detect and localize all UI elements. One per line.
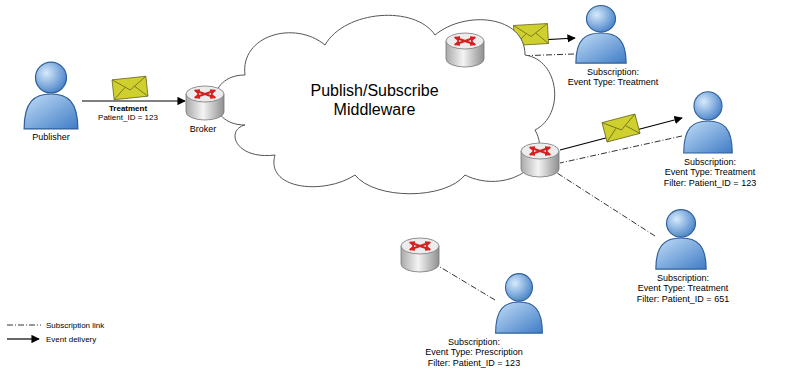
router-icon xyxy=(446,33,484,67)
node-text: Event Type: Treatment xyxy=(568,77,658,87)
node-shape xyxy=(492,270,546,334)
node-label: Subscription:Event Type: TreatmentFilter… xyxy=(637,273,729,304)
person-icon xyxy=(24,62,78,129)
legend-row: Subscription link xyxy=(6,318,104,332)
person-icon xyxy=(576,6,626,64)
subscriber-node: Subscription:Event Type: Treatment xyxy=(572,2,630,64)
legend-sample xyxy=(6,320,42,330)
node-shape xyxy=(652,206,710,270)
envelope-flap xyxy=(602,114,640,142)
node-shape xyxy=(572,2,630,64)
subscription-link-sample xyxy=(7,325,41,326)
connector xyxy=(82,100,185,101)
cloud-outline xyxy=(215,15,555,193)
message-envelope xyxy=(602,114,640,142)
subscriber-node: Subscription:Event Type: TreatmentFilter… xyxy=(652,206,710,270)
node-label: Publish/Subscribe Middleware xyxy=(300,81,450,119)
legend-sample xyxy=(6,334,42,344)
node-text: Subscription: xyxy=(637,273,729,283)
node-label: Broker xyxy=(190,124,217,134)
node-label: Subscription:Event Type: Treatment xyxy=(568,67,658,88)
node-label: Subscription:Event Type: PrescriptionFil… xyxy=(425,337,522,368)
node-text: Event Type: Treatment xyxy=(637,283,729,293)
legend-row: Event delivery xyxy=(6,332,104,346)
person-icon xyxy=(684,92,733,153)
message-envelope xyxy=(112,76,148,99)
node-text: Subscription: xyxy=(568,67,658,77)
node-text: Publisher xyxy=(32,132,70,142)
connector xyxy=(557,173,655,236)
router-icon xyxy=(401,238,439,272)
subscriber-node: Subscription:Event Type: PrescriptionFil… xyxy=(492,270,546,334)
broker-node: Broker xyxy=(185,84,225,122)
node-label: Publisher xyxy=(32,132,70,142)
node-text: Subscription: xyxy=(664,157,756,167)
node-text: Event Type: Treatment xyxy=(664,167,756,177)
person-icon xyxy=(496,274,543,333)
event-delivery-sample xyxy=(7,338,39,339)
node-text: Subscription: xyxy=(425,337,522,347)
router-icon xyxy=(186,86,224,120)
envelope-body xyxy=(602,114,640,142)
legend-text: Event delivery xyxy=(46,335,96,344)
subscriber-node: Subscription:Event Type: TreatmentFilter… xyxy=(680,88,736,154)
node-text: Publish/Subscribe Middleware xyxy=(300,81,450,119)
legend-text: Subscription link xyxy=(46,321,104,330)
node-label: Subscription:Event Type: TreatmentFilter… xyxy=(664,157,756,188)
message-label: Patient_ID = 123 xyxy=(98,113,158,122)
node-shape xyxy=(205,5,560,195)
node-shape xyxy=(185,84,225,122)
publisher-node: Publisher xyxy=(20,58,82,130)
node-text: Event Type: Prescription xyxy=(425,347,522,357)
node-shape xyxy=(20,58,82,130)
node-shape xyxy=(680,88,736,154)
connector xyxy=(560,136,682,163)
person-icon xyxy=(656,210,706,269)
node-text: Filter: Patient_ID = 123 xyxy=(664,178,756,188)
middleware-cloud: Publish/Subscribe Middleware xyxy=(205,5,560,195)
node-text: Filter: Patient_ID = 123 xyxy=(425,358,522,368)
connector xyxy=(440,267,495,300)
message-label: Treatment xyxy=(109,104,147,113)
router-icon xyxy=(521,143,559,177)
legend: Subscription linkEvent delivery xyxy=(6,318,104,346)
node-text: Filter: Patient_ID = 651 xyxy=(637,294,729,304)
node-text: Broker xyxy=(190,124,217,134)
